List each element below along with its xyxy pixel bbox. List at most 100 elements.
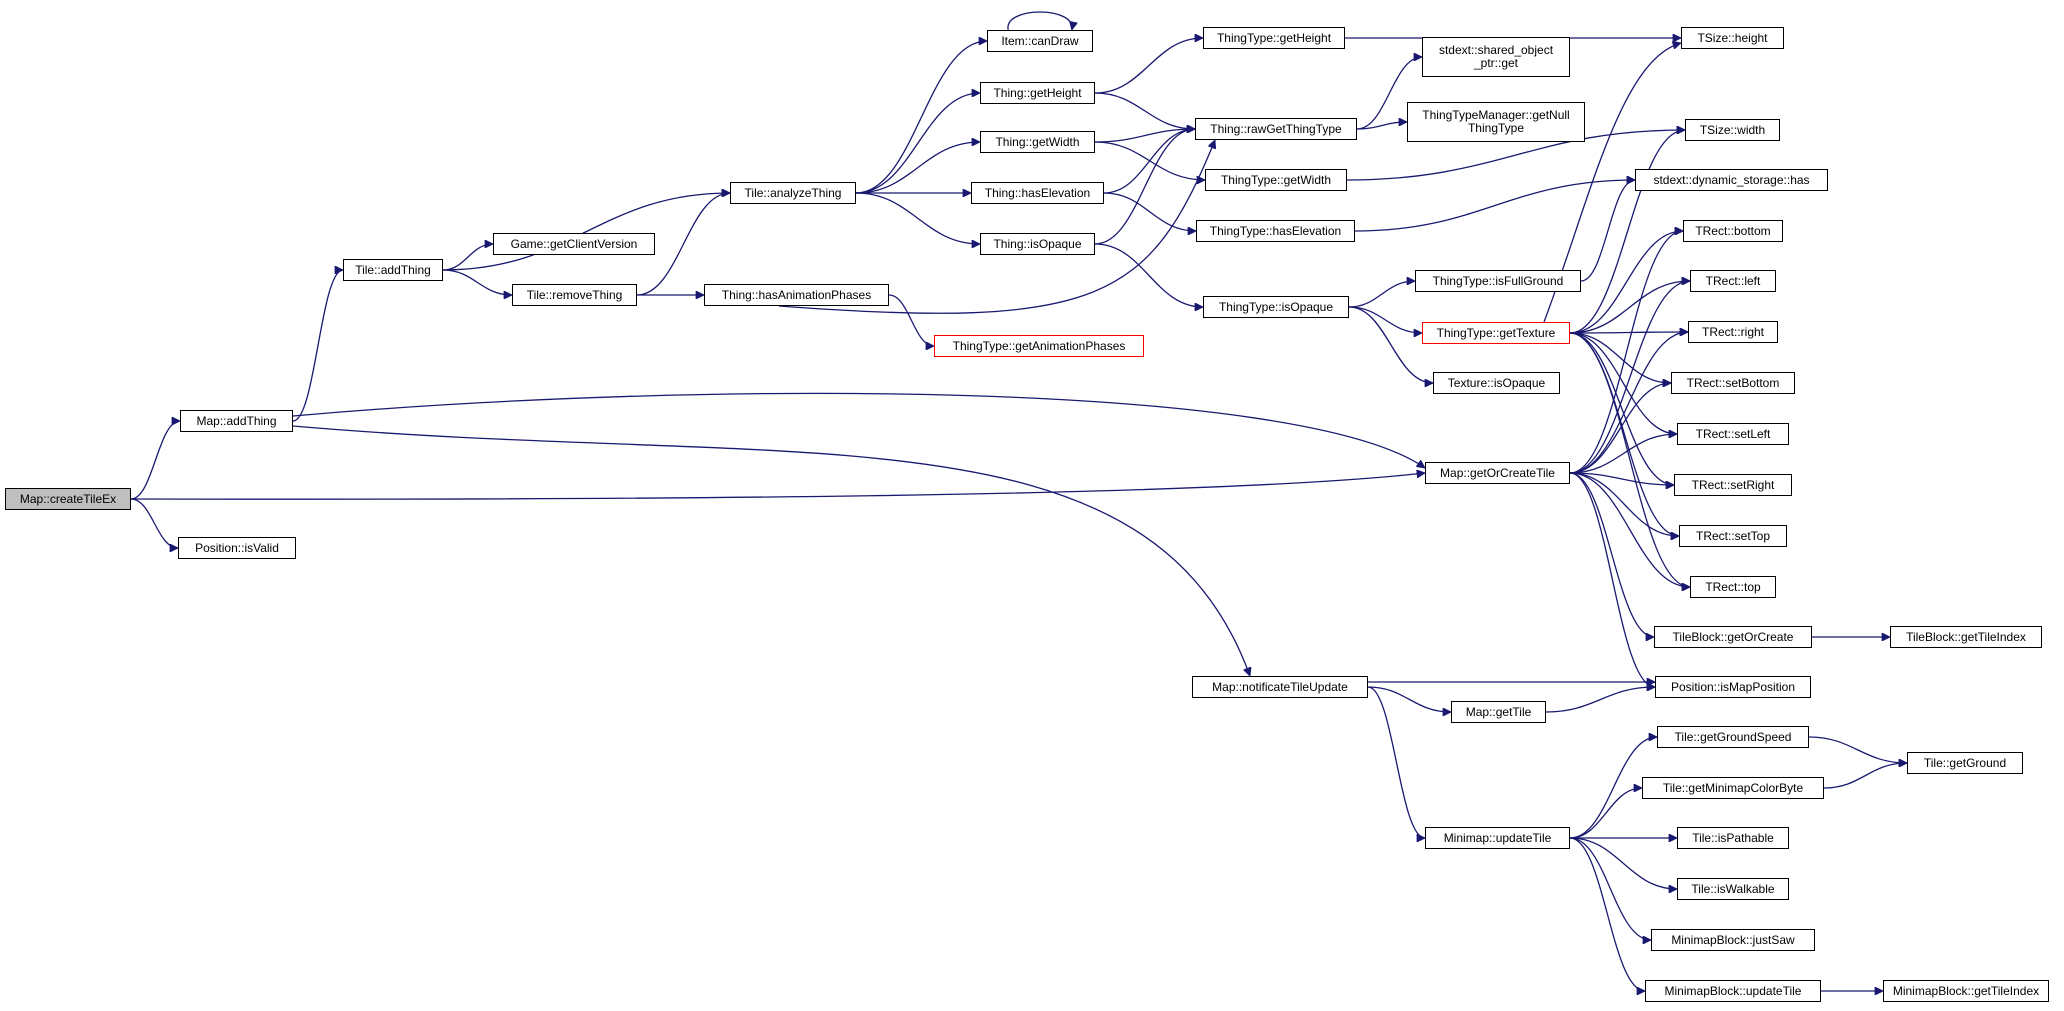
- graph-node-n4[interactable]: Game::getClientVersion: [493, 233, 655, 255]
- graph-node-n47[interactable]: MinimapBlock::justSaw: [1651, 929, 1815, 951]
- graph-node-n12[interactable]: Thing::hasElevation: [971, 182, 1104, 204]
- graph-node-n8[interactable]: ThingType::getAnimationPhases: [934, 335, 1144, 357]
- edge-n21-n30: [1580, 180, 1635, 282]
- edge-n18-n21: [1348, 281, 1415, 308]
- edge-n24-n35: [1569, 434, 1677, 474]
- edge-n7-n15: [778, 140, 1215, 314]
- graph-node-n33[interactable]: TRect::right: [1688, 321, 1778, 343]
- edge-n3-n5: [442, 269, 512, 295]
- edge-n13-n15: [1094, 129, 1195, 245]
- graph-node-n11[interactable]: Thing::getWidth: [980, 131, 1095, 153]
- graph-node-n31[interactable]: TRect::bottom: [1683, 220, 1783, 242]
- graph-node-n35[interactable]: TRect::setLeft: [1677, 423, 1789, 445]
- edge-n24-n37: [1569, 472, 1679, 536]
- graph-node-n2[interactable]: Position::isValid: [178, 537, 296, 559]
- graph-node-n42[interactable]: Tile::getGroundSpeed: [1657, 726, 1809, 748]
- edge-n0-n24: [130, 473, 1425, 500]
- edge-n22-n36: [1569, 332, 1674, 485]
- edge-n3-n4: [442, 244, 493, 271]
- edge-n10-n15: [1094, 92, 1195, 129]
- edge-n22-n32: [1569, 281, 1690, 334]
- edge-n1-n25: [292, 425, 1250, 676]
- graph-node-n49[interactable]: MinimapBlock::getTileIndex: [1883, 980, 2049, 1002]
- edge-n5-n6: [636, 193, 730, 296]
- edge-n18-n22: [1348, 306, 1422, 333]
- edge-n6-n13: [855, 192, 980, 244]
- graph-node-n13[interactable]: Thing::isOpaque: [980, 233, 1095, 255]
- edge-n24-n41: [1569, 472, 1655, 687]
- graph-node-n34[interactable]: TRect::setBottom: [1671, 372, 1795, 394]
- graph-node-n22[interactable]: ThingType::getTexture: [1422, 322, 1570, 344]
- edge-n22-n33: [1569, 332, 1688, 333]
- graph-node-n23[interactable]: Texture::isOpaque: [1433, 372, 1560, 394]
- graph-node-n14[interactable]: ThingType::getHeight: [1203, 27, 1345, 49]
- graph-node-n43[interactable]: Tile::getGround: [1907, 752, 2023, 774]
- graph-node-n26[interactable]: Map::getTile: [1451, 701, 1546, 723]
- edge-n10-n14: [1094, 38, 1203, 94]
- edge-n6-n9: [855, 41, 987, 194]
- graph-node-n10[interactable]: Thing::getHeight: [980, 82, 1095, 104]
- edge-n7-n8: [888, 294, 934, 346]
- graph-node-n25[interactable]: Map::notificateTileUpdate: [1192, 676, 1368, 698]
- edge-n24-n36: [1569, 472, 1674, 485]
- graph-node-n17[interactable]: ThingType::hasElevation: [1196, 220, 1355, 242]
- graph-node-n20[interactable]: ThingTypeManager::getNull ThingType: [1407, 102, 1585, 142]
- edge-n15-n19: [1356, 57, 1422, 130]
- graph-node-n6[interactable]: Tile::analyzeThing: [730, 182, 856, 204]
- graph-node-n16[interactable]: ThingType::getWidth: [1205, 169, 1347, 191]
- edge-n1-n24: [292, 392, 1425, 469]
- edge-n24-n34: [1569, 383, 1671, 474]
- graph-node-n19[interactable]: stdext::shared_object _ptr::get: [1422, 37, 1570, 77]
- graph-node-n41[interactable]: Position::isMapPosition: [1655, 676, 1811, 698]
- edge-n24-n32: [1569, 281, 1690, 474]
- graph-node-n36[interactable]: TRect::setRight: [1674, 474, 1792, 496]
- graph-node-n46[interactable]: Tile::isWalkable: [1677, 878, 1789, 900]
- graph-node-n38[interactable]: TRect::top: [1690, 576, 1776, 598]
- graph-node-n48[interactable]: MinimapBlock::updateTile: [1645, 980, 1821, 1002]
- edge-n25-n26: [1367, 686, 1451, 712]
- edge-n3-n6: [442, 193, 730, 271]
- graph-node-n7[interactable]: Thing::hasAnimationPhases: [704, 284, 889, 306]
- edge-n6-n11: [855, 142, 980, 194]
- edge-n27-n46: [1569, 837, 1677, 889]
- graph-node-n21[interactable]: ThingType::isFullGround: [1415, 270, 1581, 292]
- graph-node-n37[interactable]: TRect::setTop: [1679, 525, 1787, 547]
- graph-node-n28[interactable]: TSize::height: [1681, 27, 1784, 49]
- edge-n24-n39: [1569, 472, 1654, 637]
- graph-node-n45[interactable]: Tile::isPathable: [1677, 827, 1789, 849]
- graph-node-n40[interactable]: TileBlock::getTileIndex: [1890, 626, 2042, 648]
- edge-n9-n9: [1007, 11, 1072, 30]
- edge-n12-n17: [1103, 192, 1196, 231]
- graph-node-n1[interactable]: Map::addThing: [180, 410, 293, 432]
- graph-node-n5[interactable]: Tile::removeThing: [512, 284, 637, 306]
- edge-n22-n29: [1569, 130, 1685, 334]
- edge-n15-n20: [1356, 122, 1407, 130]
- graph-node-n30[interactable]: stdext::dynamic_storage::has: [1635, 169, 1828, 191]
- edge-n17-n30: [1354, 180, 1635, 232]
- edge-n11-n15: [1094, 129, 1195, 143]
- edge-n27-n48: [1569, 837, 1645, 991]
- graph-node-n18[interactable]: ThingType::isOpaque: [1203, 296, 1349, 318]
- edge-n27-n44: [1569, 788, 1642, 839]
- edge-n44-n43: [1823, 763, 1907, 789]
- graph-node-n9[interactable]: Item::canDraw: [987, 30, 1093, 52]
- edge-n27-n47: [1569, 837, 1651, 940]
- edge-n0-n2: [130, 498, 178, 548]
- edge-n16-n29: [1346, 130, 1685, 181]
- graph-node-n39[interactable]: TileBlock::getOrCreate: [1654, 626, 1812, 648]
- graph-node-n32[interactable]: TRect::left: [1690, 270, 1776, 292]
- graph-node-n44[interactable]: Tile::getMinimapColorByte: [1642, 777, 1824, 799]
- graph-node-n29[interactable]: TSize::width: [1685, 119, 1780, 141]
- graph-node-n27[interactable]: Minimap::updateTile: [1425, 827, 1570, 849]
- edge-n26-n41: [1545, 687, 1655, 713]
- edge-n12-n15: [1103, 129, 1195, 194]
- graph-node-n24[interactable]: Map::getOrCreateTile: [1425, 462, 1570, 484]
- edge-n6-n10: [855, 93, 980, 194]
- edge-n22-n35: [1569, 332, 1677, 434]
- edge-n22-n38: [1569, 332, 1690, 587]
- graph-node-n0[interactable]: Map::createTileEx: [5, 488, 131, 510]
- graph-node-n15[interactable]: Thing::rawGetThingType: [1195, 118, 1357, 140]
- edge-n25-n27: [1367, 686, 1425, 838]
- graph-node-n3[interactable]: Tile::addThing: [343, 259, 443, 281]
